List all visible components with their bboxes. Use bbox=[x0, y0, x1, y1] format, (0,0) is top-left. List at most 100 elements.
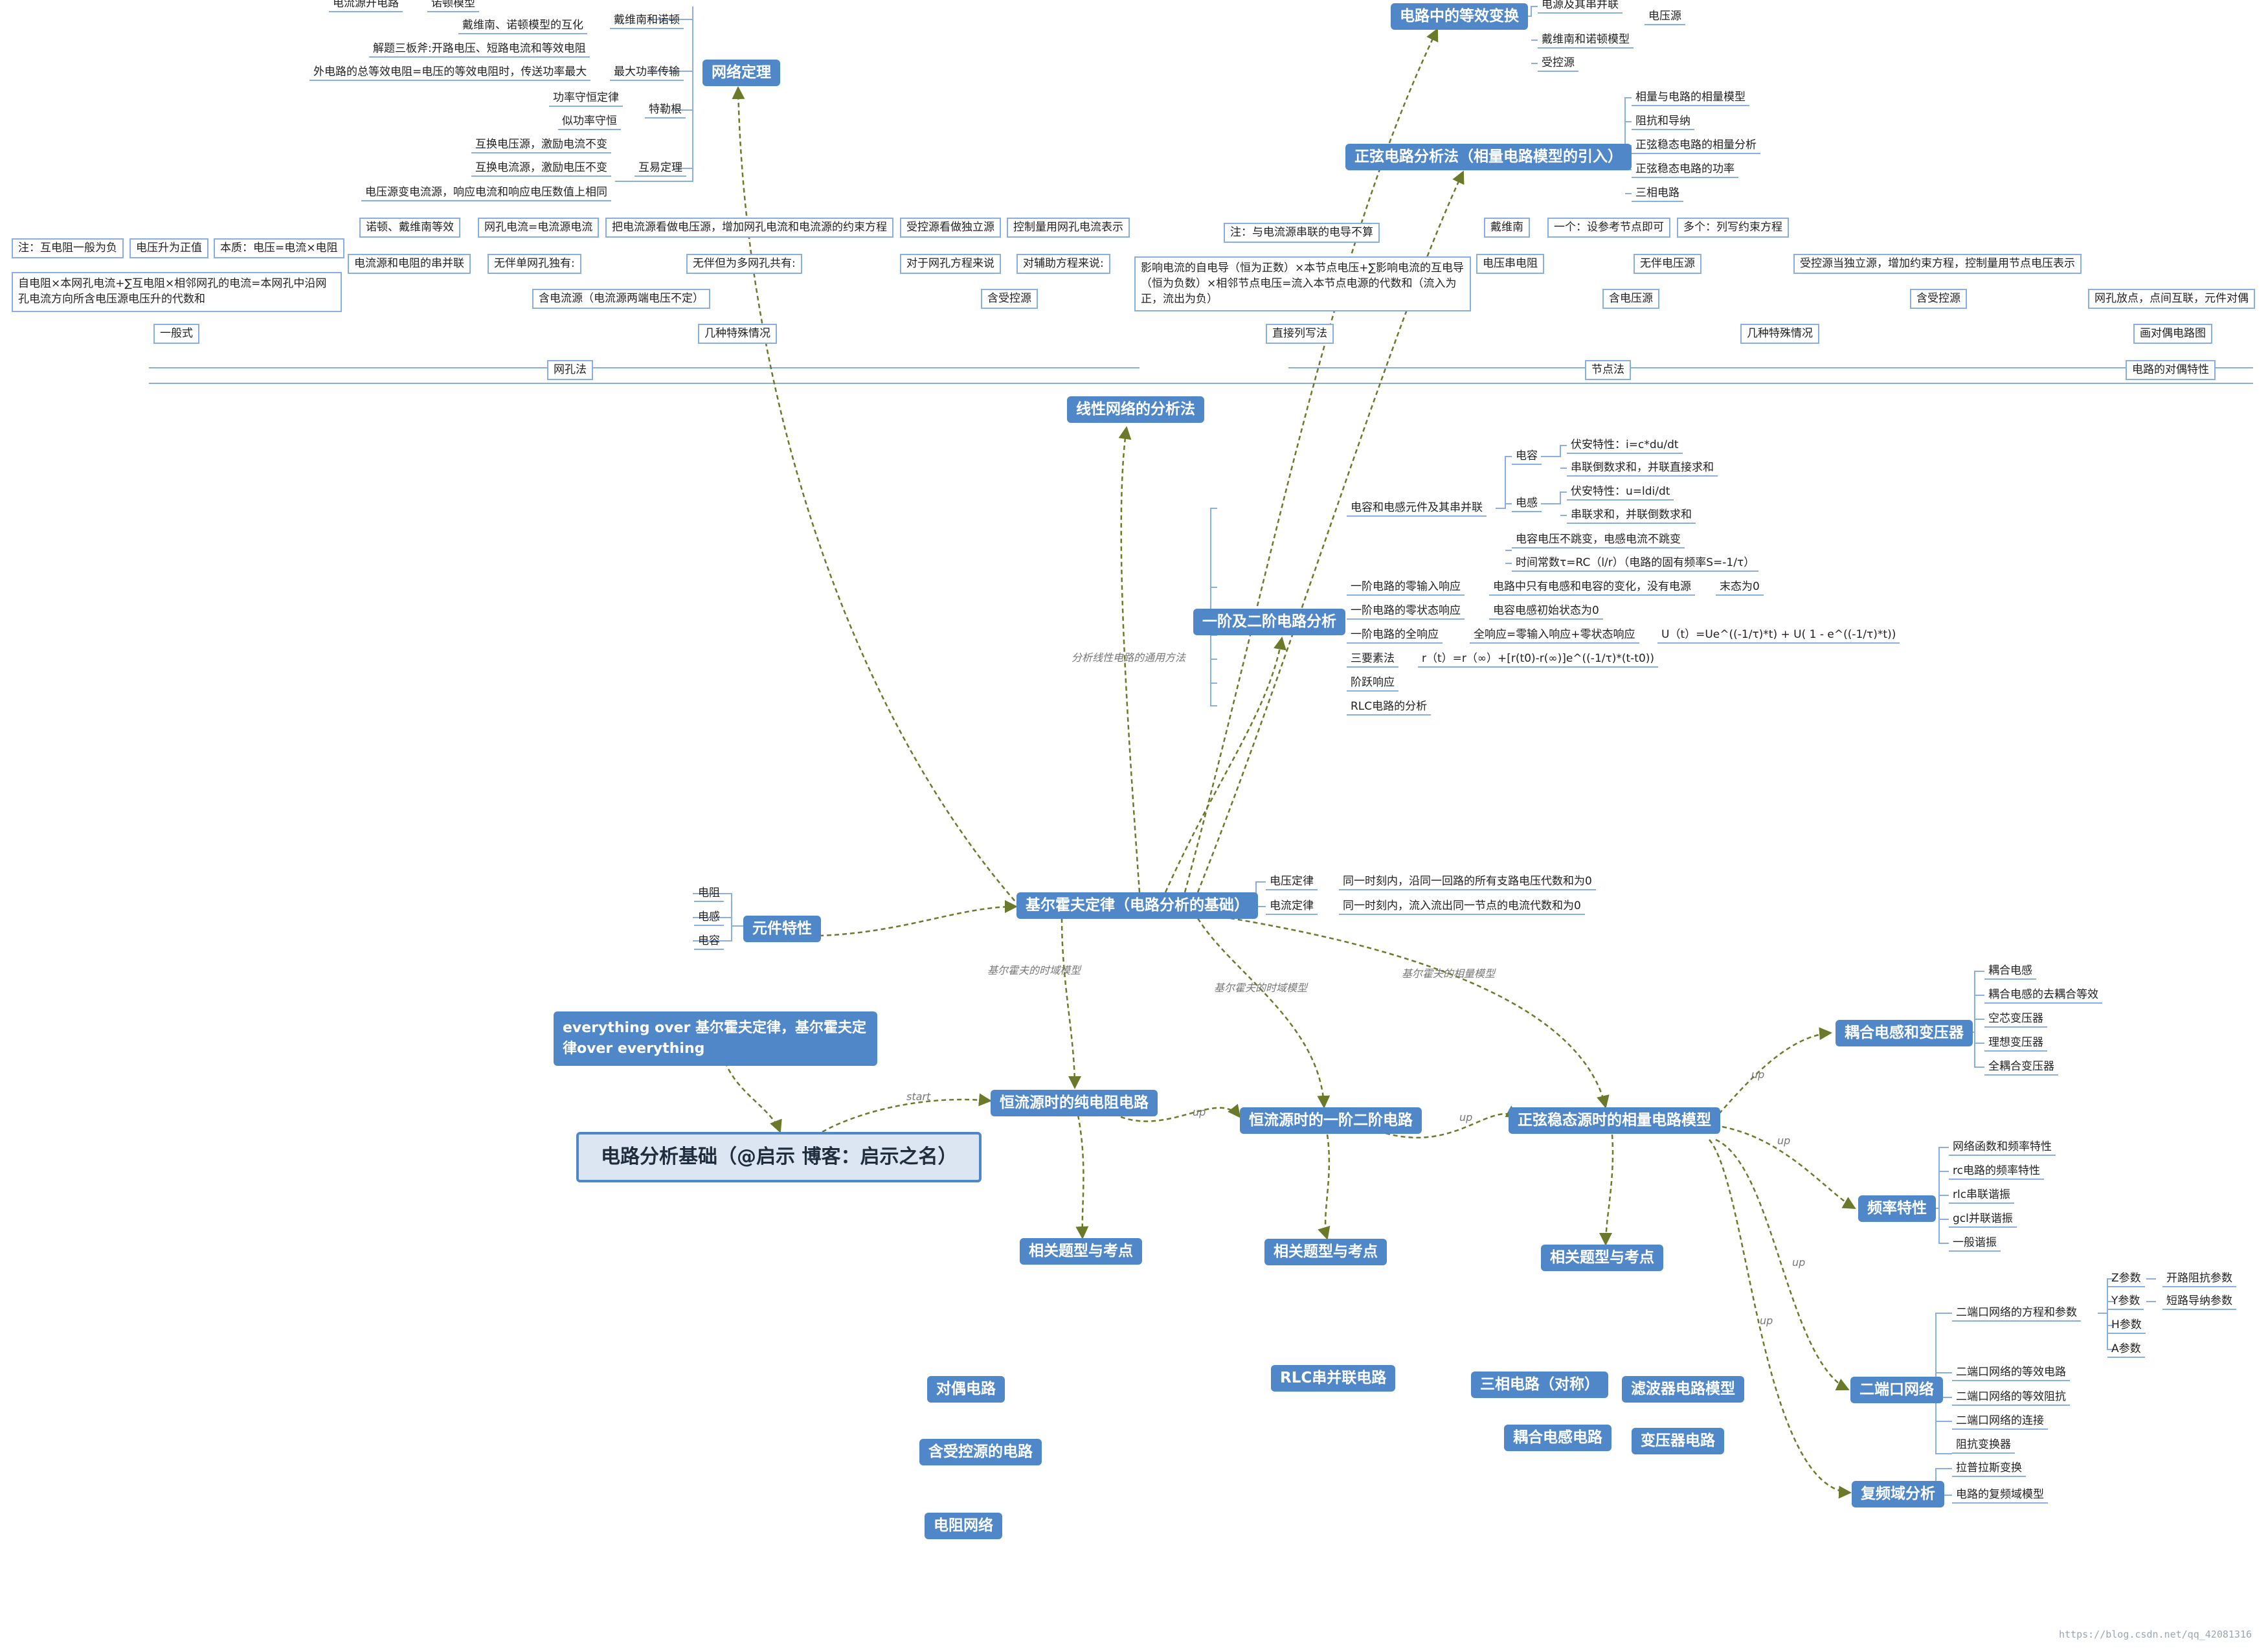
twoport-item: 阻抗变换器 bbox=[1952, 1438, 2015, 1454]
kcl-desc: 同一时刻内，流入流出同一节点的电流代数和为0 bbox=[1339, 899, 1585, 915]
theorem-sub: 互易定理 bbox=[634, 161, 686, 177]
mesh-special[interactable]: 几种特殊情况 bbox=[698, 324, 777, 344]
edge-label-up: up bbox=[1777, 1134, 1791, 1147]
mesh-case: 无伴单网孔独有: bbox=[488, 254, 581, 274]
sine-item: 三相电路 bbox=[1632, 186, 1683, 202]
node-case: 受控源当独立源，增加约束方程，控制量用节点电压表示 bbox=[1793, 254, 2082, 274]
freq-item: rc电路的频率特性 bbox=[1949, 1164, 2044, 1180]
coupled-item: 耦合电感 bbox=[1984, 964, 2036, 980]
twoport-param-note: 短路导纳参数 bbox=[2162, 1294, 2236, 1310]
theorem-leaf: 解题三板斧:开路电压、短路电流和等效电阻 bbox=[369, 41, 590, 58]
sine-method-topic[interactable]: 正弦电路分析法（相量电路模型的引入） bbox=[1345, 144, 1632, 170]
first-second-topic[interactable]: 恒流源时的一阶二阶电路 bbox=[1240, 1107, 1422, 1134]
twoport-item: 二端口网络的连接 bbox=[1952, 1414, 2048, 1430]
freq-item: 一般谐振 bbox=[1949, 1236, 2001, 1252]
node-case: 一个：设参考节点即可 bbox=[1547, 218, 1670, 238]
first-order-leaf: 串联求和，并联倒数求和 bbox=[1567, 508, 1696, 524]
resistive-topic[interactable]: 恒流源时的纯电阻电路 bbox=[991, 1090, 1158, 1116]
edge-label-up: up bbox=[1792, 1256, 1806, 1269]
first-order-leaf: 伏安特性：i=c*du/dt bbox=[1567, 438, 1683, 454]
first-order-topic[interactable]: 一阶及二阶电路分析 bbox=[1193, 609, 1345, 635]
related-topic-1[interactable]: 相关题型与考点 bbox=[1020, 1238, 1142, 1265]
mesh-note: 本质：电压=电流×电阻 bbox=[214, 238, 344, 258]
mesh-case: 电流源和电阻的串并联 bbox=[348, 254, 471, 274]
theorem-sub: 特勒根 bbox=[645, 102, 686, 119]
complex-item: 拉普拉斯变换 bbox=[1952, 1461, 2026, 1477]
twoport-topic[interactable]: 二端口网络 bbox=[1850, 1377, 1943, 1403]
dual-topic[interactable]: 对偶电路 bbox=[927, 1376, 1005, 1403]
filter-topic[interactable]: 滤波器电路模型 bbox=[1622, 1376, 1744, 1403]
first-order-sub: 电容电压不跳变，电感电流不跳变 bbox=[1512, 532, 1685, 548]
theorem-leaf: 外电路的总等效电阻=电压的等效电阻时，传送功率最大 bbox=[309, 65, 591, 81]
first-order-leaf: 电路中只有电感和电容的变化，没有电源 bbox=[1489, 580, 1695, 596]
mesh-case: 把电流源看做电压源，增加网孔电流和电流源的约束方程 bbox=[605, 218, 893, 238]
mesh-case: 控制量用网孔电流表示 bbox=[1007, 218, 1130, 238]
related-topic-3[interactable]: 相关题型与考点 bbox=[1541, 1245, 1663, 1271]
sine-item: 阻抗和导纳 bbox=[1632, 114, 1694, 130]
rlc-topic[interactable]: RLC串并联电路 bbox=[1271, 1365, 1396, 1392]
mesh-case: 诺顿、戴维南等效 bbox=[359, 218, 460, 238]
resnet-topic[interactable]: 电阻网络 bbox=[925, 1513, 1002, 1539]
node-method[interactable]: 节点法 bbox=[1585, 360, 1631, 380]
mesh-case: 网孔电流=电流源电流 bbox=[478, 218, 600, 238]
component-item: 电阻 bbox=[694, 886, 724, 902]
linear-topic[interactable]: 线性网络的分析法 bbox=[1067, 396, 1204, 423]
theorem-leaf: 互换电压源，激励电流不变 bbox=[471, 137, 611, 153]
component-topic[interactable]: 元件特性 bbox=[743, 916, 821, 942]
equiv-topic[interactable]: 电路中的等效变换 bbox=[1391, 3, 1528, 30]
node-case: 电压串电阻 bbox=[1476, 254, 1544, 274]
node-special[interactable]: 几种特殊情况 bbox=[1740, 324, 1819, 344]
mesh-note: 电压升为正值 bbox=[129, 238, 208, 258]
first-order-item: RLC电路的分析 bbox=[1347, 699, 1432, 716]
node-case: 多个：列写约束方程 bbox=[1677, 218, 1789, 238]
theorem-leaf: 电流源开电路 bbox=[329, 0, 403, 12]
first-order-leaf: 全响应=零输入响应+零状态响应 bbox=[1470, 627, 1639, 644]
node-direct[interactable]: 直接列写法 bbox=[1266, 324, 1334, 344]
edge-label-up: up bbox=[1760, 1315, 1773, 1327]
edge-label-kh-time: 基尔霍夫的时域模型 bbox=[1214, 982, 1308, 994]
root-topic[interactable]: 电路分析基础（@启示 博客：启示之名） bbox=[576, 1132, 982, 1182]
twoport-param: Y参数 bbox=[2107, 1294, 2144, 1310]
first-order-item: 一阶电路的全响应 bbox=[1347, 627, 1443, 644]
dual-property[interactable]: 电路的对偶特性 bbox=[2126, 360, 2216, 380]
controlled-topic[interactable]: 含受控源的电路 bbox=[919, 1439, 1042, 1465]
component-item: 电容 bbox=[694, 934, 724, 950]
related-topic-2[interactable]: 相关题型与考点 bbox=[1264, 1239, 1387, 1265]
complex-topic[interactable]: 复频域分析 bbox=[1852, 1481, 1944, 1507]
mesh-case: 含电流源（电流源两端电压不定） bbox=[532, 289, 710, 309]
first-order-sub: 电感 bbox=[1512, 496, 1542, 512]
kvl-desc: 同一时刻内，沿同一回路的所有支路电压代数和为0 bbox=[1339, 874, 1596, 890]
theorem-sub: 最大功率传输 bbox=[610, 65, 684, 81]
equiv-item: 戴维南和诺顿模型 bbox=[1538, 32, 1634, 49]
edge-label-kh-time: 基尔霍夫的时域模型 bbox=[987, 964, 1081, 976]
node-case: 无伴电压源 bbox=[1634, 254, 1701, 274]
theorem-leaf: 电压源变电流源，响应电流和响应电压数值上相同 bbox=[361, 185, 611, 201]
motto-note[interactable]: everything over 基尔霍夫定律，基尔霍夫定律over everyt… bbox=[554, 1011, 877, 1066]
coupled-topic[interactable]: 耦合电感和变压器 bbox=[1836, 1020, 1973, 1046]
theorem-leaf: 功率守恒定律 bbox=[549, 91, 623, 107]
kvl-label: 电压定律 bbox=[1266, 874, 1318, 890]
complex-item: 电路的复频域模型 bbox=[1952, 1487, 2048, 1504]
threephase-topic[interactable]: 三相电路（对称） bbox=[1471, 1371, 1608, 1398]
phasor-topic[interactable]: 正弦稳态源时的相量电路模型 bbox=[1509, 1107, 1720, 1134]
coupled-circuit-topic[interactable]: 耦合电感电路 bbox=[1504, 1425, 1611, 1451]
sine-item: 正弦稳态电路的相量分析 bbox=[1632, 138, 1760, 154]
edge-label-up: up bbox=[1751, 1068, 1765, 1081]
first-order-sub: 时间常数τ=RC（l/r）（电路的固有频率S=-1/τ） bbox=[1512, 556, 1759, 572]
dual-draw: 画对偶电路图 bbox=[2133, 324, 2212, 344]
first-order-leaf: U（t）=Ue^((-1/τ)*t) + U( 1 - e^((-1/τ)*t)… bbox=[1657, 627, 1900, 644]
equiv-item: 电源及其串并联 bbox=[1538, 0, 1622, 14]
mesh-method[interactable]: 网孔法 bbox=[547, 360, 593, 380]
first-order-leaf: r（t）=r（∞）+[r(t0)-r(∞)]e^((-1/τ)*(t-t0)) bbox=[1418, 651, 1659, 668]
mesh-general[interactable]: 一般式 bbox=[153, 324, 199, 344]
kirchhoff-topic[interactable]: 基尔霍夫定律（电路分析的基础） bbox=[1016, 892, 1258, 919]
first-order-item: 一阶电路的零状态响应 bbox=[1347, 604, 1465, 620]
node-desc: 影响电流的自电导（恒为正数）×本节点电压+∑影响电流的互电导（恒为负数）×相邻节… bbox=[1134, 256, 1471, 312]
mesh-note: 注：互电阻一般为负 bbox=[12, 238, 124, 258]
first-order-leaf: 电容电感初始状态为0 bbox=[1489, 604, 1603, 620]
freq-topic[interactable]: 频率特性 bbox=[1858, 1195, 1936, 1222]
network-theorem-topic[interactable]: 网络定理 bbox=[702, 60, 780, 86]
transformer-topic[interactable]: 变压器电路 bbox=[1632, 1428, 1724, 1454]
twoport-param: Z参数 bbox=[2107, 1271, 2145, 1287]
